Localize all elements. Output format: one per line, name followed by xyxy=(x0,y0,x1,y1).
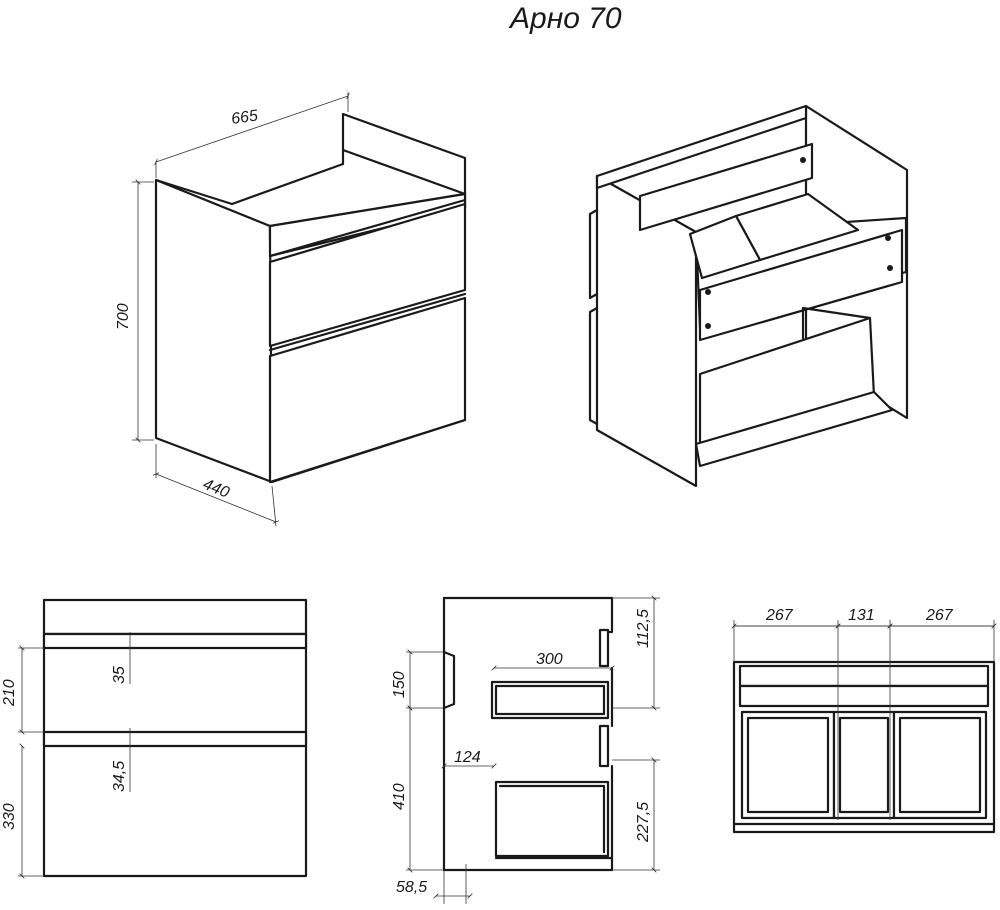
drawing-title: Арно 70 xyxy=(508,2,622,35)
dim-height-iso: 700 xyxy=(115,303,132,330)
dim-depth-iso: 440 xyxy=(201,476,232,502)
side-section: 300 150 124 410 112,5 227,5 58,5 xyxy=(391,598,660,904)
dim-side-300: 300 xyxy=(536,651,563,668)
dim-side-1125: 112,5 xyxy=(635,609,652,648)
dim-side-2275: 227,5 xyxy=(635,802,652,843)
dim-front-345: 34,5 xyxy=(111,761,128,792)
dim-front-210: 210 xyxy=(1,679,18,707)
dim-width-iso: 665 xyxy=(230,107,259,128)
dim-top-267-right: 267 xyxy=(925,607,954,624)
dim-top-131: 131 xyxy=(848,607,875,624)
dim-side-124: 124 xyxy=(454,749,481,766)
dim-top-267-left: 267 xyxy=(765,607,794,624)
top-view: 267 131 267 xyxy=(734,607,994,834)
front-elevation: 210 330 35 34,5 xyxy=(1,598,308,876)
dim-side-150: 150 xyxy=(391,671,408,698)
dim-front-35: 35 xyxy=(111,666,128,684)
dim-front-330: 330 xyxy=(1,803,18,830)
iso-back-view xyxy=(588,104,909,488)
dim-side-585: 58,5 xyxy=(396,879,427,896)
iso-front-view: 665 700 440 xyxy=(115,92,467,527)
dim-side-410: 410 xyxy=(391,783,408,810)
